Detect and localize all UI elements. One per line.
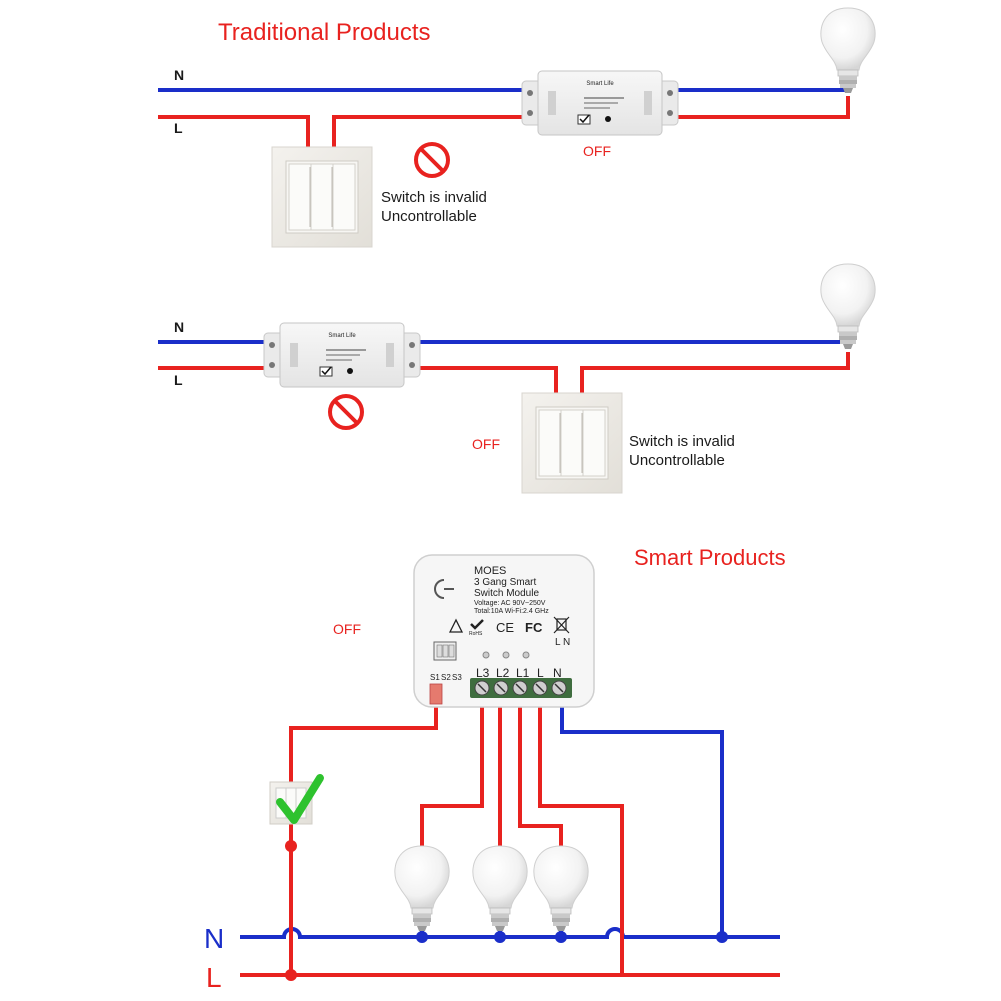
switch-label-s3: S3 (452, 673, 462, 682)
terminal-label-l: L (537, 666, 544, 680)
moes-logo-icon (434, 579, 454, 599)
note-line-2: Uncontrollable (381, 208, 477, 225)
junction-dot (285, 969, 297, 981)
bulb-icon (820, 263, 876, 350)
neutral-bus (240, 927, 780, 939)
prohibited-icon (414, 142, 450, 178)
module-brand: MOES (474, 565, 506, 577)
traditional-diagram-1: N L Smart Life OFF Switch is invalid Unc… (158, 7, 876, 248)
traditional-diagram-2: N L Smart Life OFF Switch is invalid Unc… (158, 263, 876, 494)
bulb-icon (394, 845, 450, 932)
smart-state-label: OFF (333, 621, 361, 637)
module-name-1: 3 Gang Smart (474, 577, 536, 588)
bulb-icon (533, 845, 589, 932)
junction-dot (285, 840, 297, 852)
terminal-label-l2: L2 (496, 666, 510, 680)
weee-icon (553, 616, 570, 634)
check-icon (276, 774, 324, 824)
cert-rohs: RoHS (469, 631, 483, 637)
module-spec-1: Voltage: AC 90V~250V (474, 600, 546, 607)
junction-dot (716, 931, 728, 943)
junction-dot (555, 931, 567, 943)
note-line-1: Switch is invalid (381, 189, 487, 206)
cert-ce: CE (496, 620, 514, 635)
bulb-icon (472, 845, 528, 932)
live-wire-to-relay (332, 115, 530, 148)
switch-label-s1: S1 (430, 673, 440, 682)
junction-dot (494, 931, 506, 943)
l1-output-wire (518, 688, 563, 846)
bulb-icon (820, 7, 876, 94)
terminal-label-n: N (553, 666, 562, 680)
l3-output-wire (420, 688, 484, 846)
wall-switch (271, 146, 373, 248)
neutral-bus-label: N (204, 923, 224, 954)
traditional-title: Traditional Products (218, 19, 431, 46)
cert-fc: FC (525, 620, 543, 635)
module-spec-2: Total:10A Wi-Fi:2.4 GHz (474, 608, 549, 615)
live-bus-label: L (206, 962, 222, 993)
wall-switch (521, 392, 623, 494)
junction-dot (416, 931, 428, 943)
smart-wall-switch (269, 774, 324, 825)
state-label: OFF (583, 143, 611, 159)
note-line-1: Switch is invalid (629, 433, 735, 450)
neutral-label: N (174, 319, 184, 335)
smart-title: Smart Products (634, 545, 786, 570)
live-wire (158, 366, 558, 394)
note-line-2: Uncontrollable (629, 452, 725, 469)
live-wire-in (158, 115, 310, 148)
module-name-2: Switch Module (474, 588, 539, 599)
load-wire (670, 96, 850, 119)
warning-icon (448, 618, 464, 633)
state-label: OFF (472, 436, 500, 452)
module-neutral-wire (560, 688, 724, 937)
prohibited-icon (328, 394, 364, 430)
module-live-wire (538, 688, 624, 975)
relay-brand: Smart Life (586, 81, 614, 87)
live-label: L (174, 372, 183, 388)
live-label: L (174, 120, 183, 136)
smart-wiring (240, 688, 780, 981)
switch-feed-wire (289, 706, 438, 975)
moes-module: MOES 3 Gang Smart Switch Module Voltage:… (413, 554, 595, 708)
neutral-label: N (174, 67, 184, 83)
rohs-check-icon (470, 619, 484, 630)
relay-brand: Smart Life (328, 333, 356, 339)
terminal-label-l1: L1 (516, 666, 530, 680)
neutral-wire (158, 86, 850, 92)
load-wire (580, 352, 850, 394)
switch-label-s2: S2 (441, 673, 451, 682)
ln-mark: L N (555, 637, 570, 648)
terminal-label-l3: L3 (476, 666, 490, 680)
